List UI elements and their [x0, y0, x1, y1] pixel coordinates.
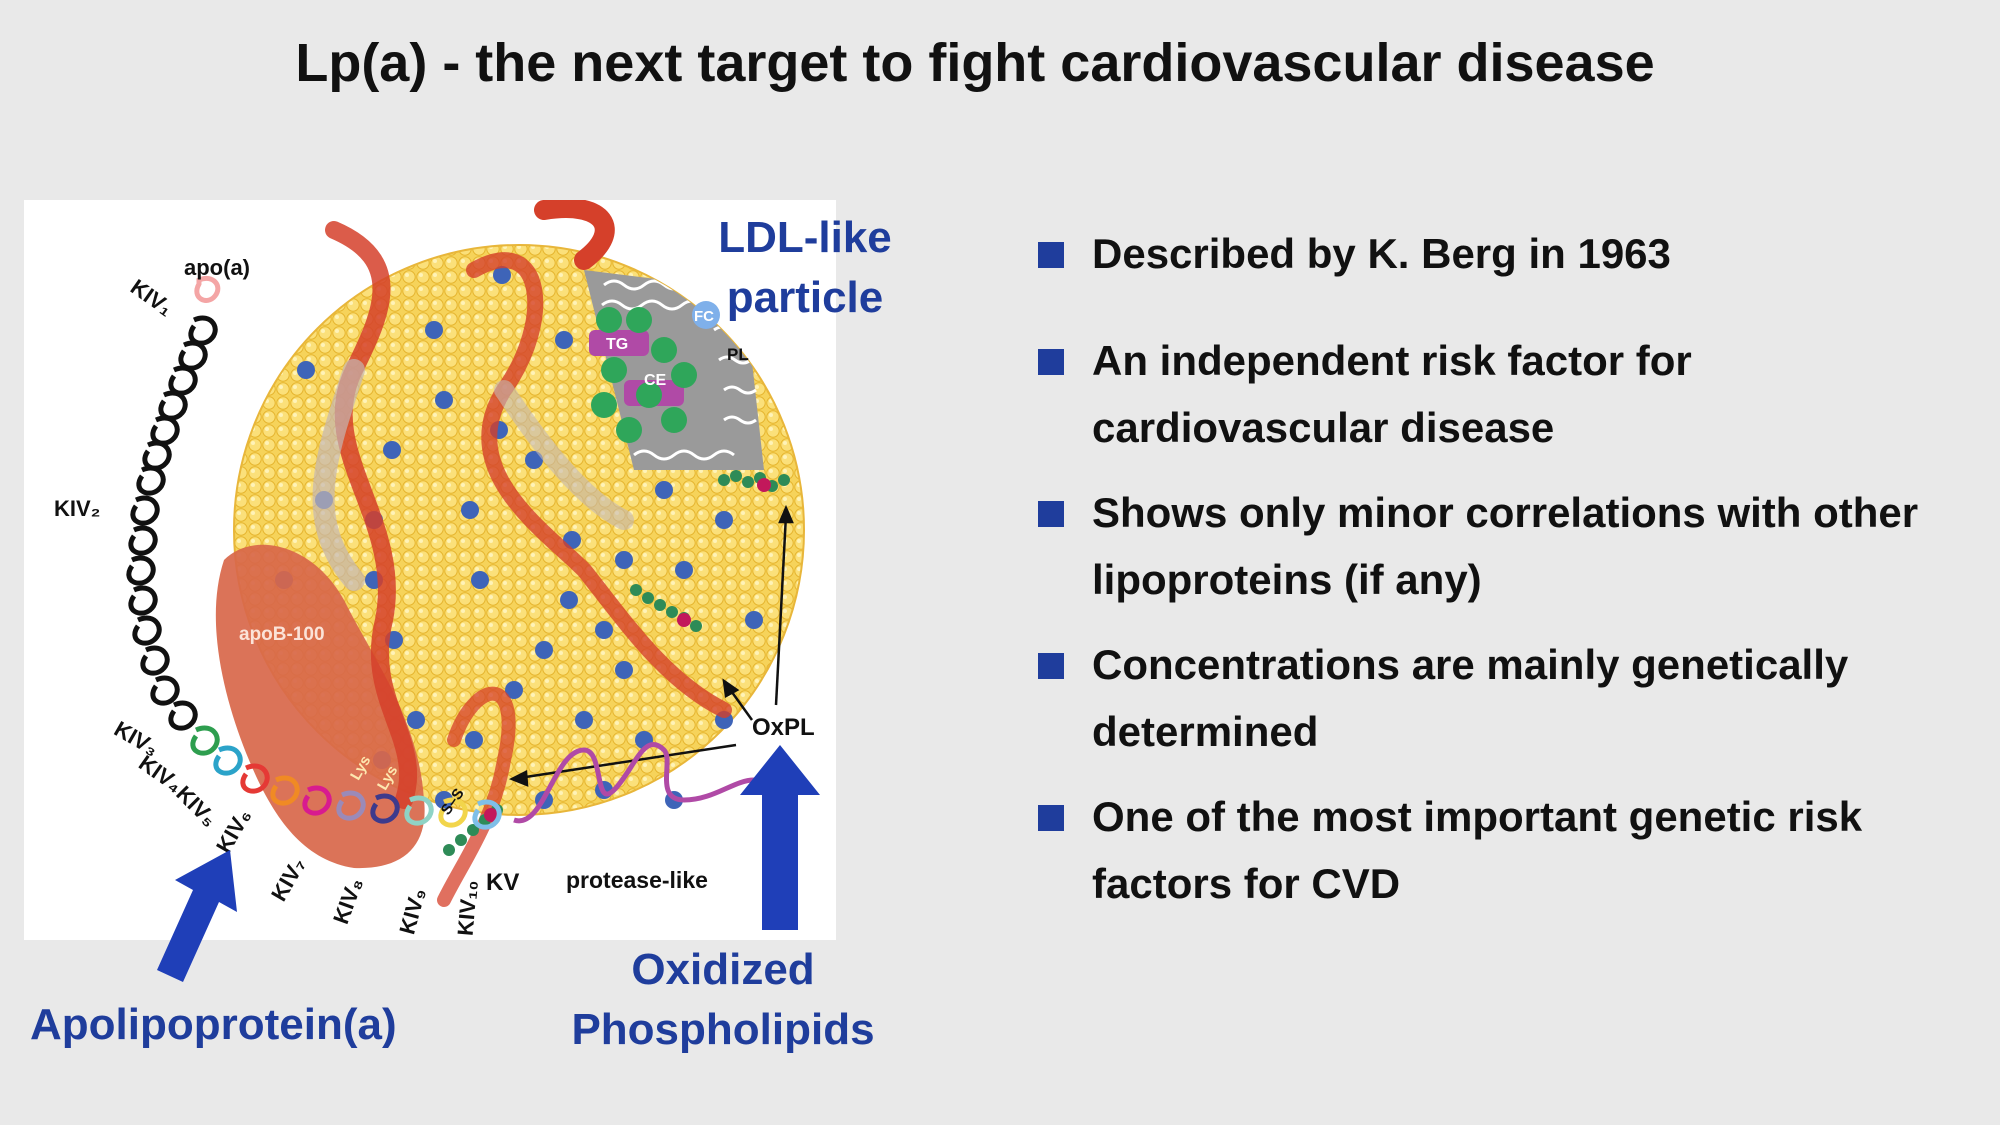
- square-bullet-icon: [1038, 805, 1064, 831]
- tg-label: TG: [606, 336, 628, 353]
- lpa-diagram: TG CE FC PL apoB-100 Lys Lys: [54, 200, 815, 937]
- apoa-kringle-chain: [126, 276, 755, 830]
- apob100-label: apoB-100: [239, 624, 325, 645]
- oxidized-phospholipids-callout: Oxidized Phospholipids: [548, 940, 898, 1060]
- ldl-callout-line-2: particle: [726, 273, 884, 322]
- kiv7-label: KIV₇: [266, 853, 310, 905]
- bullet-text: Shows only minor correlations with other…: [1092, 489, 1919, 603]
- bullet-item: Described by K. Berg in 1963: [1030, 220, 1980, 287]
- oxpl-callout-line-1: Oxidized: [631, 945, 815, 994]
- apob-ribbons: [312, 200, 732, 907]
- square-bullet-icon: [1038, 349, 1064, 375]
- lpa-structure-figure: TG CE FC PL apoB-100 Lys Lys: [24, 200, 836, 940]
- oxpl-molecules: [443, 470, 790, 856]
- oxidized-phospholipids-arrow: [740, 745, 820, 930]
- ldl-like-particle-callout: LDL-like particle: [690, 208, 920, 328]
- kv-label: KV: [486, 869, 519, 896]
- fc-label: FC: [694, 308, 714, 325]
- kiv1-label: KIV₁: [126, 274, 178, 321]
- apob100-blob: [215, 544, 425, 869]
- bullet-item: One of the most important genetic risk f…: [1030, 783, 1980, 917]
- bullet-text: An independent risk factor for cardiovas…: [1092, 337, 1692, 451]
- bullet-text: One of the most important genetic risk f…: [1092, 793, 1863, 907]
- slide-title: Lp(a) - the next target to fight cardiov…: [295, 33, 1655, 93]
- bullet-item: Concentrations are mainly genetically de…: [1030, 631, 1980, 765]
- bullet-text: Described by K. Berg in 1963: [1092, 230, 1671, 277]
- square-bullet-icon: [1038, 242, 1064, 268]
- key-facts-list: Described by K. Berg in 1963 An independ…: [1030, 220, 1980, 935]
- apoa-label: apo(a): [184, 255, 250, 280]
- square-bullet-icon: [1038, 501, 1064, 527]
- ldl-callout-line-1: LDL-like: [718, 213, 892, 262]
- apolipoprotein-arrow: [157, 850, 237, 982]
- bullet-item: Shows only minor correlations with other…: [1030, 479, 1980, 613]
- pl-label: PL: [727, 345, 749, 364]
- fc-circle: [692, 301, 720, 329]
- oxpl-label: OxPL: [752, 714, 815, 741]
- kiv9-label: KIV₉: [394, 885, 430, 936]
- kiv10-label: KIV₁₀: [453, 879, 483, 937]
- oxpl-callout-line-2: Phospholipids: [571, 1005, 875, 1054]
- bullet-item: An independent risk factor for cardiovas…: [1030, 327, 1980, 461]
- kiv8-label: KIV₈: [328, 875, 368, 928]
- kiv2-label: KIV₂: [54, 496, 100, 521]
- square-bullet-icon: [1038, 653, 1064, 679]
- bullet-text: Concentrations are mainly genetically de…: [1092, 641, 1849, 755]
- protease-like-label: protease-like: [566, 867, 708, 893]
- apolipoprotein-callout: Apolipoprotein(a): [30, 1000, 397, 1049]
- ce-label: CE: [644, 372, 667, 389]
